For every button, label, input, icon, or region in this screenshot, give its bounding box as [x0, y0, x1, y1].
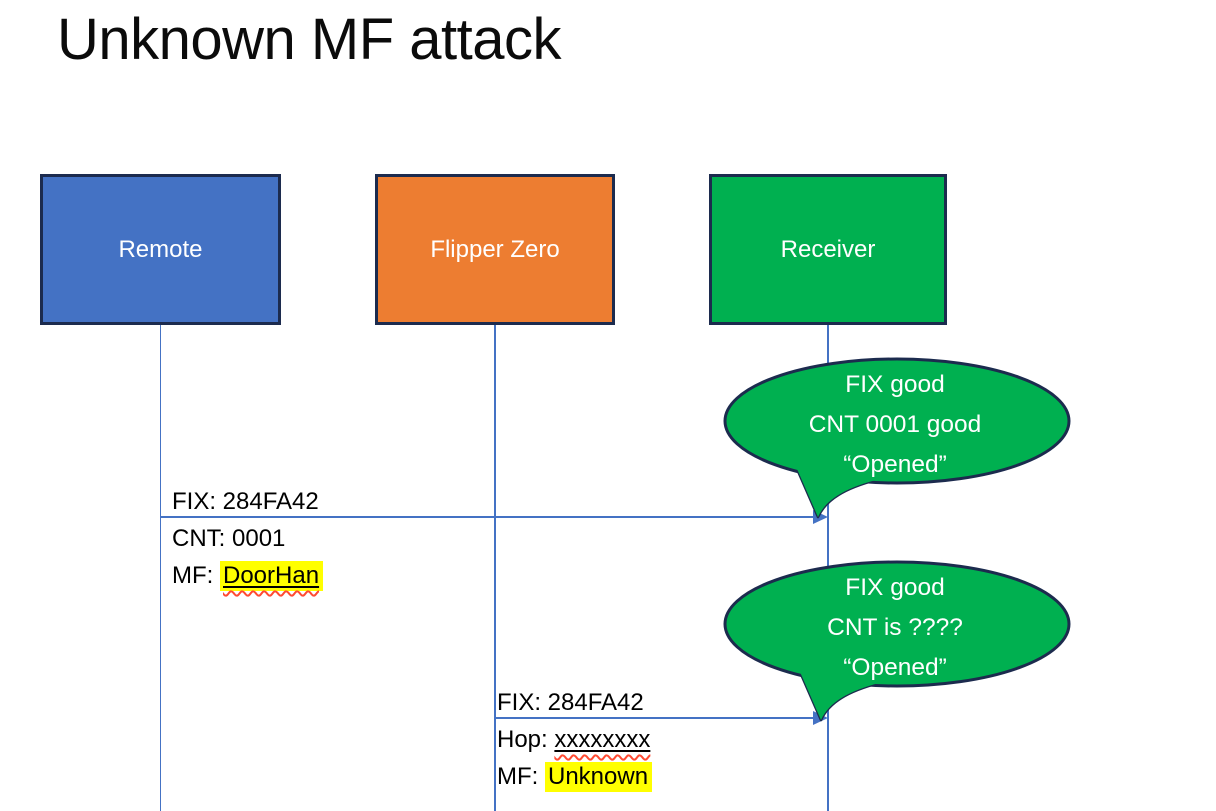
message-value-hop: xxxxxxxx [554, 726, 651, 753]
actor-label-receiver: Receiver [780, 235, 876, 263]
message-labels-remote-to-receiver: FIX: 284FA42 CNT: 0001 MF: DoorHan [172, 483, 324, 594]
bubble-line: CNT is ???? [827, 614, 963, 641]
slide-title: Unknown MF attack [57, 7, 562, 72]
bubble-line: FIX good [845, 371, 945, 398]
actor-box-flipper-zero: Flipper Zero [375, 174, 615, 325]
highlighted-value-doorhan: DoorHan [223, 562, 320, 589]
message-labels-flipper-to-receiver: FIX: 284FA42 Hop: xxxxxxxx MF: Unknown [497, 684, 653, 795]
message-label-line: FIX: 284FA42 [172, 488, 319, 515]
message-label-line: Hop: xxxxxxxx [497, 726, 651, 753]
message-arrow-flipper-to-receiver [495, 717, 814, 719]
actor-label-remote: Remote [118, 235, 203, 263]
speech-bubble-text: FIX good CNT 0001 good “Opened” [725, 365, 1065, 485]
message-arrow-remote-to-receiver [161, 516, 814, 518]
lifeline-flipper-zero [494, 325, 496, 811]
bubble-line: “Opened” [843, 451, 947, 478]
speech-bubble-shape [723, 357, 1071, 519]
actor-box-remote: Remote [40, 174, 281, 325]
message-label-line: CNT: 0001 [172, 525, 286, 552]
message-label-line: MF: Unknown [497, 758, 653, 795]
message-value: 284FA42 [222, 488, 319, 515]
message-label-line: FIX: 284FA42 [497, 689, 644, 716]
actor-box-receiver: Receiver [709, 174, 947, 325]
message-label-line: MF: DoorHan [172, 557, 324, 594]
bubble-line: CNT 0001 good [808, 411, 982, 438]
message-value: 0001 [232, 525, 286, 552]
highlighted-value-unknown: Unknown [545, 762, 653, 792]
lifeline-remote [159, 325, 161, 811]
bubble-line: FIX good [845, 574, 945, 601]
speech-bubble-shape [723, 560, 1071, 722]
bubble-line: “Opened” [843, 654, 947, 681]
actor-label-flipper-zero: Flipper Zero [430, 235, 560, 263]
speech-bubble-receiver-1: FIX good CNT 0001 good “Opened” [704, 350, 1084, 525]
speech-bubble-receiver-2: FIX good CNT is ???? “Opened” [704, 553, 1084, 728]
speech-bubble-text: FIX good CNT is ???? “Opened” [725, 568, 1065, 688]
message-value: 284FA42 [547, 689, 644, 716]
